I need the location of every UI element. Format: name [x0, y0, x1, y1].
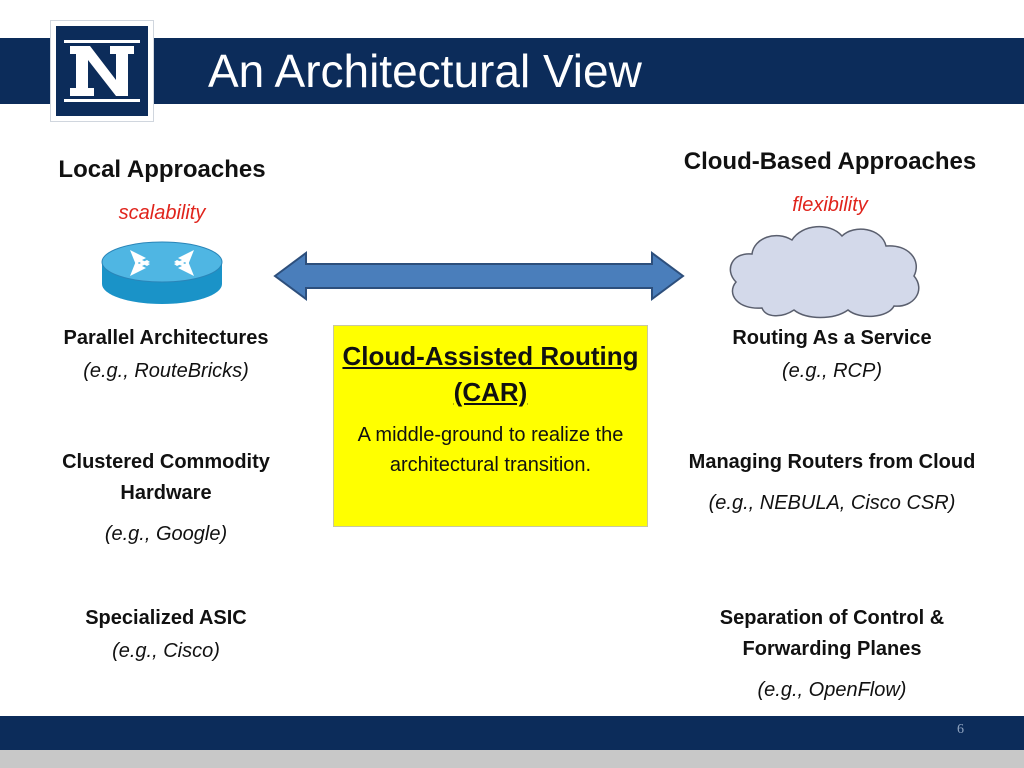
item-label: Clustered Commodity Hardware	[62, 451, 270, 504]
footer-bar	[0, 716, 1024, 750]
item-label: Routing As a Service	[732, 327, 932, 349]
cloud-based-approaches-heading: Cloud-Based Approaches	[683, 148, 977, 175]
right-item: Separation of Control & Forwarding Plane…	[680, 603, 984, 706]
flexibility-label: flexibility	[792, 194, 868, 216]
page-title: An Architectural View	[208, 45, 642, 97]
item-example: (e.g., Google)	[104, 523, 228, 545]
item-label: Parallel Architectures	[63, 327, 269, 349]
item-label: Specialized ASIC	[85, 607, 247, 629]
left-item: Parallel Architectures (e.g., RouteBrick…	[16, 323, 316, 387]
item-label: Managing Routers from Cloud	[688, 451, 976, 473]
title-bar	[0, 38, 1024, 104]
local-approaches-heading: Local Approaches	[58, 156, 266, 183]
double-arrow	[273, 251, 685, 301]
scalability-label: scalability	[118, 202, 206, 224]
footer-strip	[0, 750, 1024, 768]
page-number: 6	[957, 722, 964, 737]
right-item: Routing As a Service (e.g., RCP)	[670, 323, 994, 387]
item-example: (e.g., NEBULA, Cisco CSR)	[708, 492, 956, 514]
right-item: Managing Routers from Cloud (e.g., NEBUL…	[680, 447, 984, 519]
car-title: Cloud-Assisted Routing (CAR)	[342, 341, 639, 407]
router-icon	[101, 241, 223, 304]
item-example: (e.g., RCP)	[781, 360, 883, 382]
left-item: Clustered Commodity Hardware (e.g., Goog…	[26, 447, 306, 550]
item-example: (e.g., Cisco)	[112, 640, 220, 662]
car-callout-box: Cloud-Assisted Routing (CAR) A middle-gr…	[333, 325, 648, 527]
item-example: (e.g., RouteBricks)	[83, 360, 249, 382]
item-label: Separation of Control & Forwarding Plane…	[719, 607, 945, 660]
cloud-icon	[729, 225, 920, 319]
university-logo	[50, 20, 154, 122]
car-description: A middle-ground to realize the architect…	[357, 424, 624, 476]
item-example: (e.g., OpenFlow)	[757, 679, 907, 701]
left-item: Specialized ASIC (e.g., Cisco)	[16, 603, 316, 667]
